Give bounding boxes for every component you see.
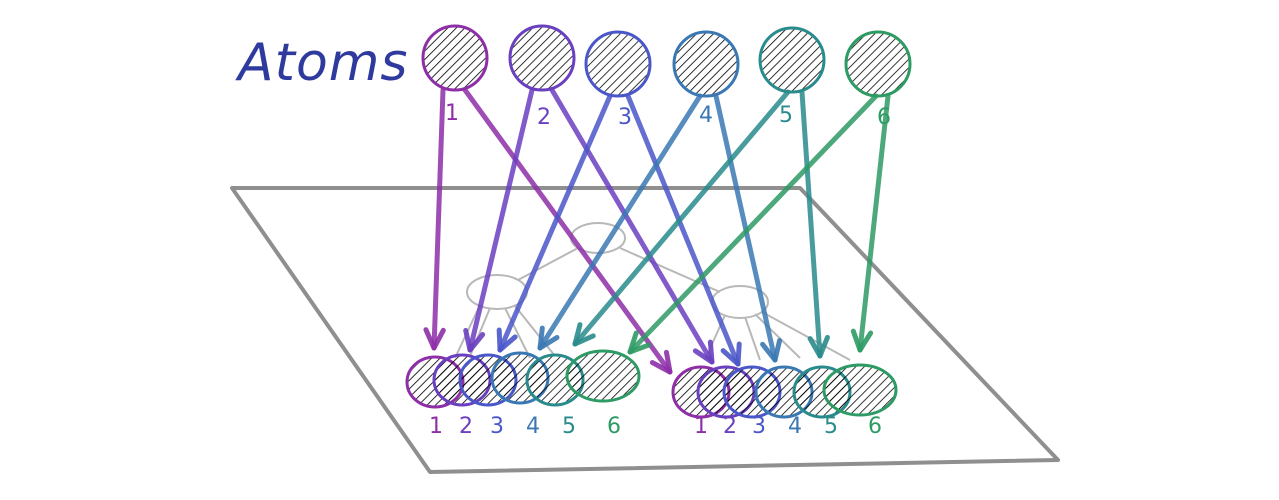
right-group-atom-6: 6 <box>822 363 898 439</box>
top-atom-3: 3 <box>584 30 652 130</box>
left-group-atom-label: 2 <box>459 414 473 439</box>
arrow-2-to-right-group <box>549 87 715 365</box>
arrow-3-to-left-group <box>496 93 613 353</box>
right-group-atom-label: 4 <box>788 414 802 439</box>
top-atom-label: 4 <box>699 103 713 128</box>
top-atom-label: 5 <box>779 103 793 128</box>
top-atom-6: 6 <box>844 30 912 130</box>
arrow-1-to-right-group <box>462 87 673 375</box>
arrow-6-to-right-group <box>850 93 891 353</box>
top-atom-label: 1 <box>445 101 459 126</box>
arrow-3-to-right-group <box>625 93 742 367</box>
top-atom-2: 2 <box>508 24 576 130</box>
left-group-atom-label: 1 <box>429 414 443 439</box>
arrows <box>423 87 891 375</box>
arrow-5-to-right-group <box>799 89 830 359</box>
ground-plane <box>230 186 1060 474</box>
top-atoms: 1 2 3 4 5 6 <box>421 24 912 130</box>
arrow-6-to-left-group <box>627 93 879 355</box>
arrow-1-to-left-group <box>423 87 446 351</box>
arrow-4-to-left-group <box>537 93 703 351</box>
arrow-5-to-left-group <box>572 89 791 347</box>
top-atom-4: 4 <box>672 30 740 128</box>
right-group-atom-label: 1 <box>694 414 708 439</box>
left-group-atom-6: 6 <box>565 349 641 439</box>
right-group-atom-label: 6 <box>868 414 882 439</box>
left-group-atom-label: 3 <box>490 414 504 439</box>
arrow-2-to-left-group <box>463 87 535 353</box>
top-atom-label: 2 <box>537 105 551 130</box>
diagram-title: Atoms <box>235 33 409 93</box>
left-group-atom-label: 5 <box>562 414 576 439</box>
right-group-atom-label: 5 <box>824 414 838 439</box>
right-group-atom-label: 3 <box>752 414 766 439</box>
arrow-4-to-right-group <box>713 93 783 363</box>
top-atom-5: 5 <box>758 26 826 128</box>
top-atom-1: 1 <box>421 24 489 126</box>
left-group-atom-label: 4 <box>526 414 540 439</box>
left-group-atom-label: 6 <box>607 414 621 439</box>
top-atom-label: 6 <box>877 105 891 130</box>
top-atom-label: 3 <box>618 105 632 130</box>
right-group-atom-label: 2 <box>723 414 737 439</box>
